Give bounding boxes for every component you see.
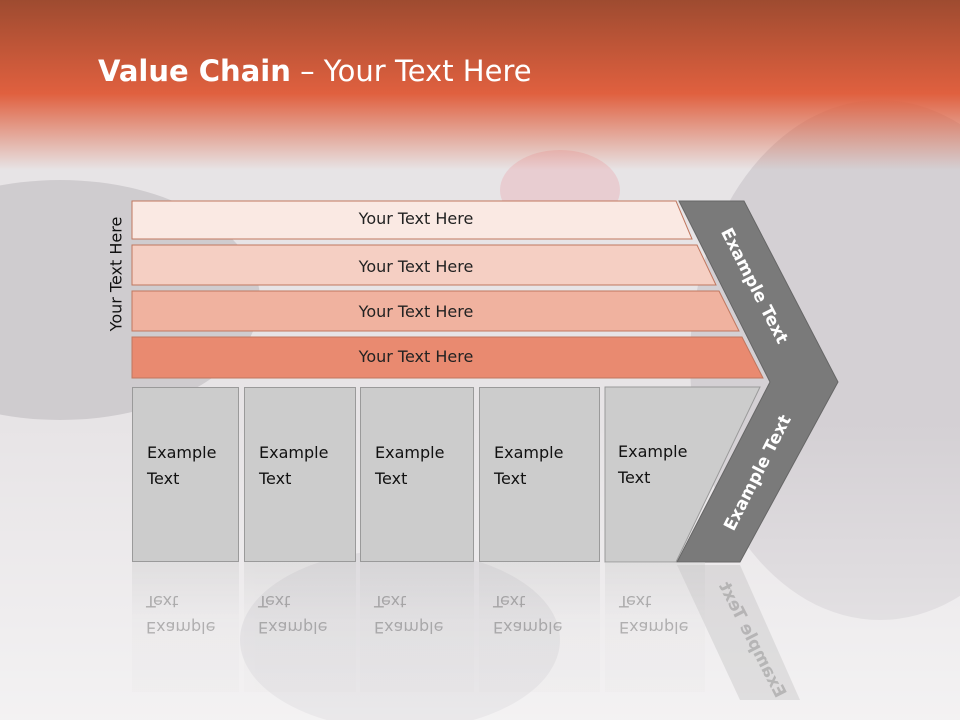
activity-box-2: Example Text: [244, 387, 356, 562]
row-bar-4: [131, 336, 764, 379]
header-band: [0, 0, 960, 170]
box-reflection-label-2: Example Text: [258, 592, 328, 637]
title-rest: – Your Text Here: [290, 54, 532, 88]
row-label-1: Your Text Here: [358, 209, 474, 228]
row-bar-1: [131, 200, 693, 240]
box-label-5: Example Text: [618, 442, 688, 487]
box-label-2: Example Text: [259, 443, 329, 488]
box-reflection-2: Example Text: [244, 562, 356, 692]
slide-title: Value Chain – Your Text Here: [98, 54, 532, 88]
activity-box-4: Example Text: [479, 387, 600, 562]
chevron-arrow: [676, 200, 839, 563]
activity-box-1: Example Text: [132, 387, 239, 562]
box-reflection-label-4: Example Text: [493, 592, 563, 637]
box-reflection-label-1: Example Text: [146, 592, 216, 637]
activity-box-5: Example Text: [605, 387, 705, 562]
box-label-3: Example Text: [375, 443, 445, 488]
box-reflection-3: Example Text: [360, 562, 474, 692]
row-label-2: Your Text Here: [358, 257, 474, 276]
box-label-1: Example Text: [147, 443, 217, 488]
box-reflection-label-3: Example Text: [374, 592, 444, 637]
row-label-4: Your Text Here: [358, 347, 474, 366]
row-bar-2: [131, 244, 717, 286]
row-label-3: Your Text Here: [358, 302, 474, 321]
box-reflection-1: Example Text: [132, 562, 239, 692]
chevron-reflection: [677, 565, 800, 700]
title-bold: Value Chain: [98, 54, 291, 88]
row-bar-3: [131, 290, 740, 332]
activity-box-3: Example Text: [360, 387, 474, 562]
box-label-4: Example Text: [494, 443, 564, 488]
box-reflection-label-5: Example Text: [619, 592, 689, 637]
box-reflection-5: Example Text: [605, 562, 705, 692]
box-reflection-4: Example Text: [479, 562, 600, 692]
